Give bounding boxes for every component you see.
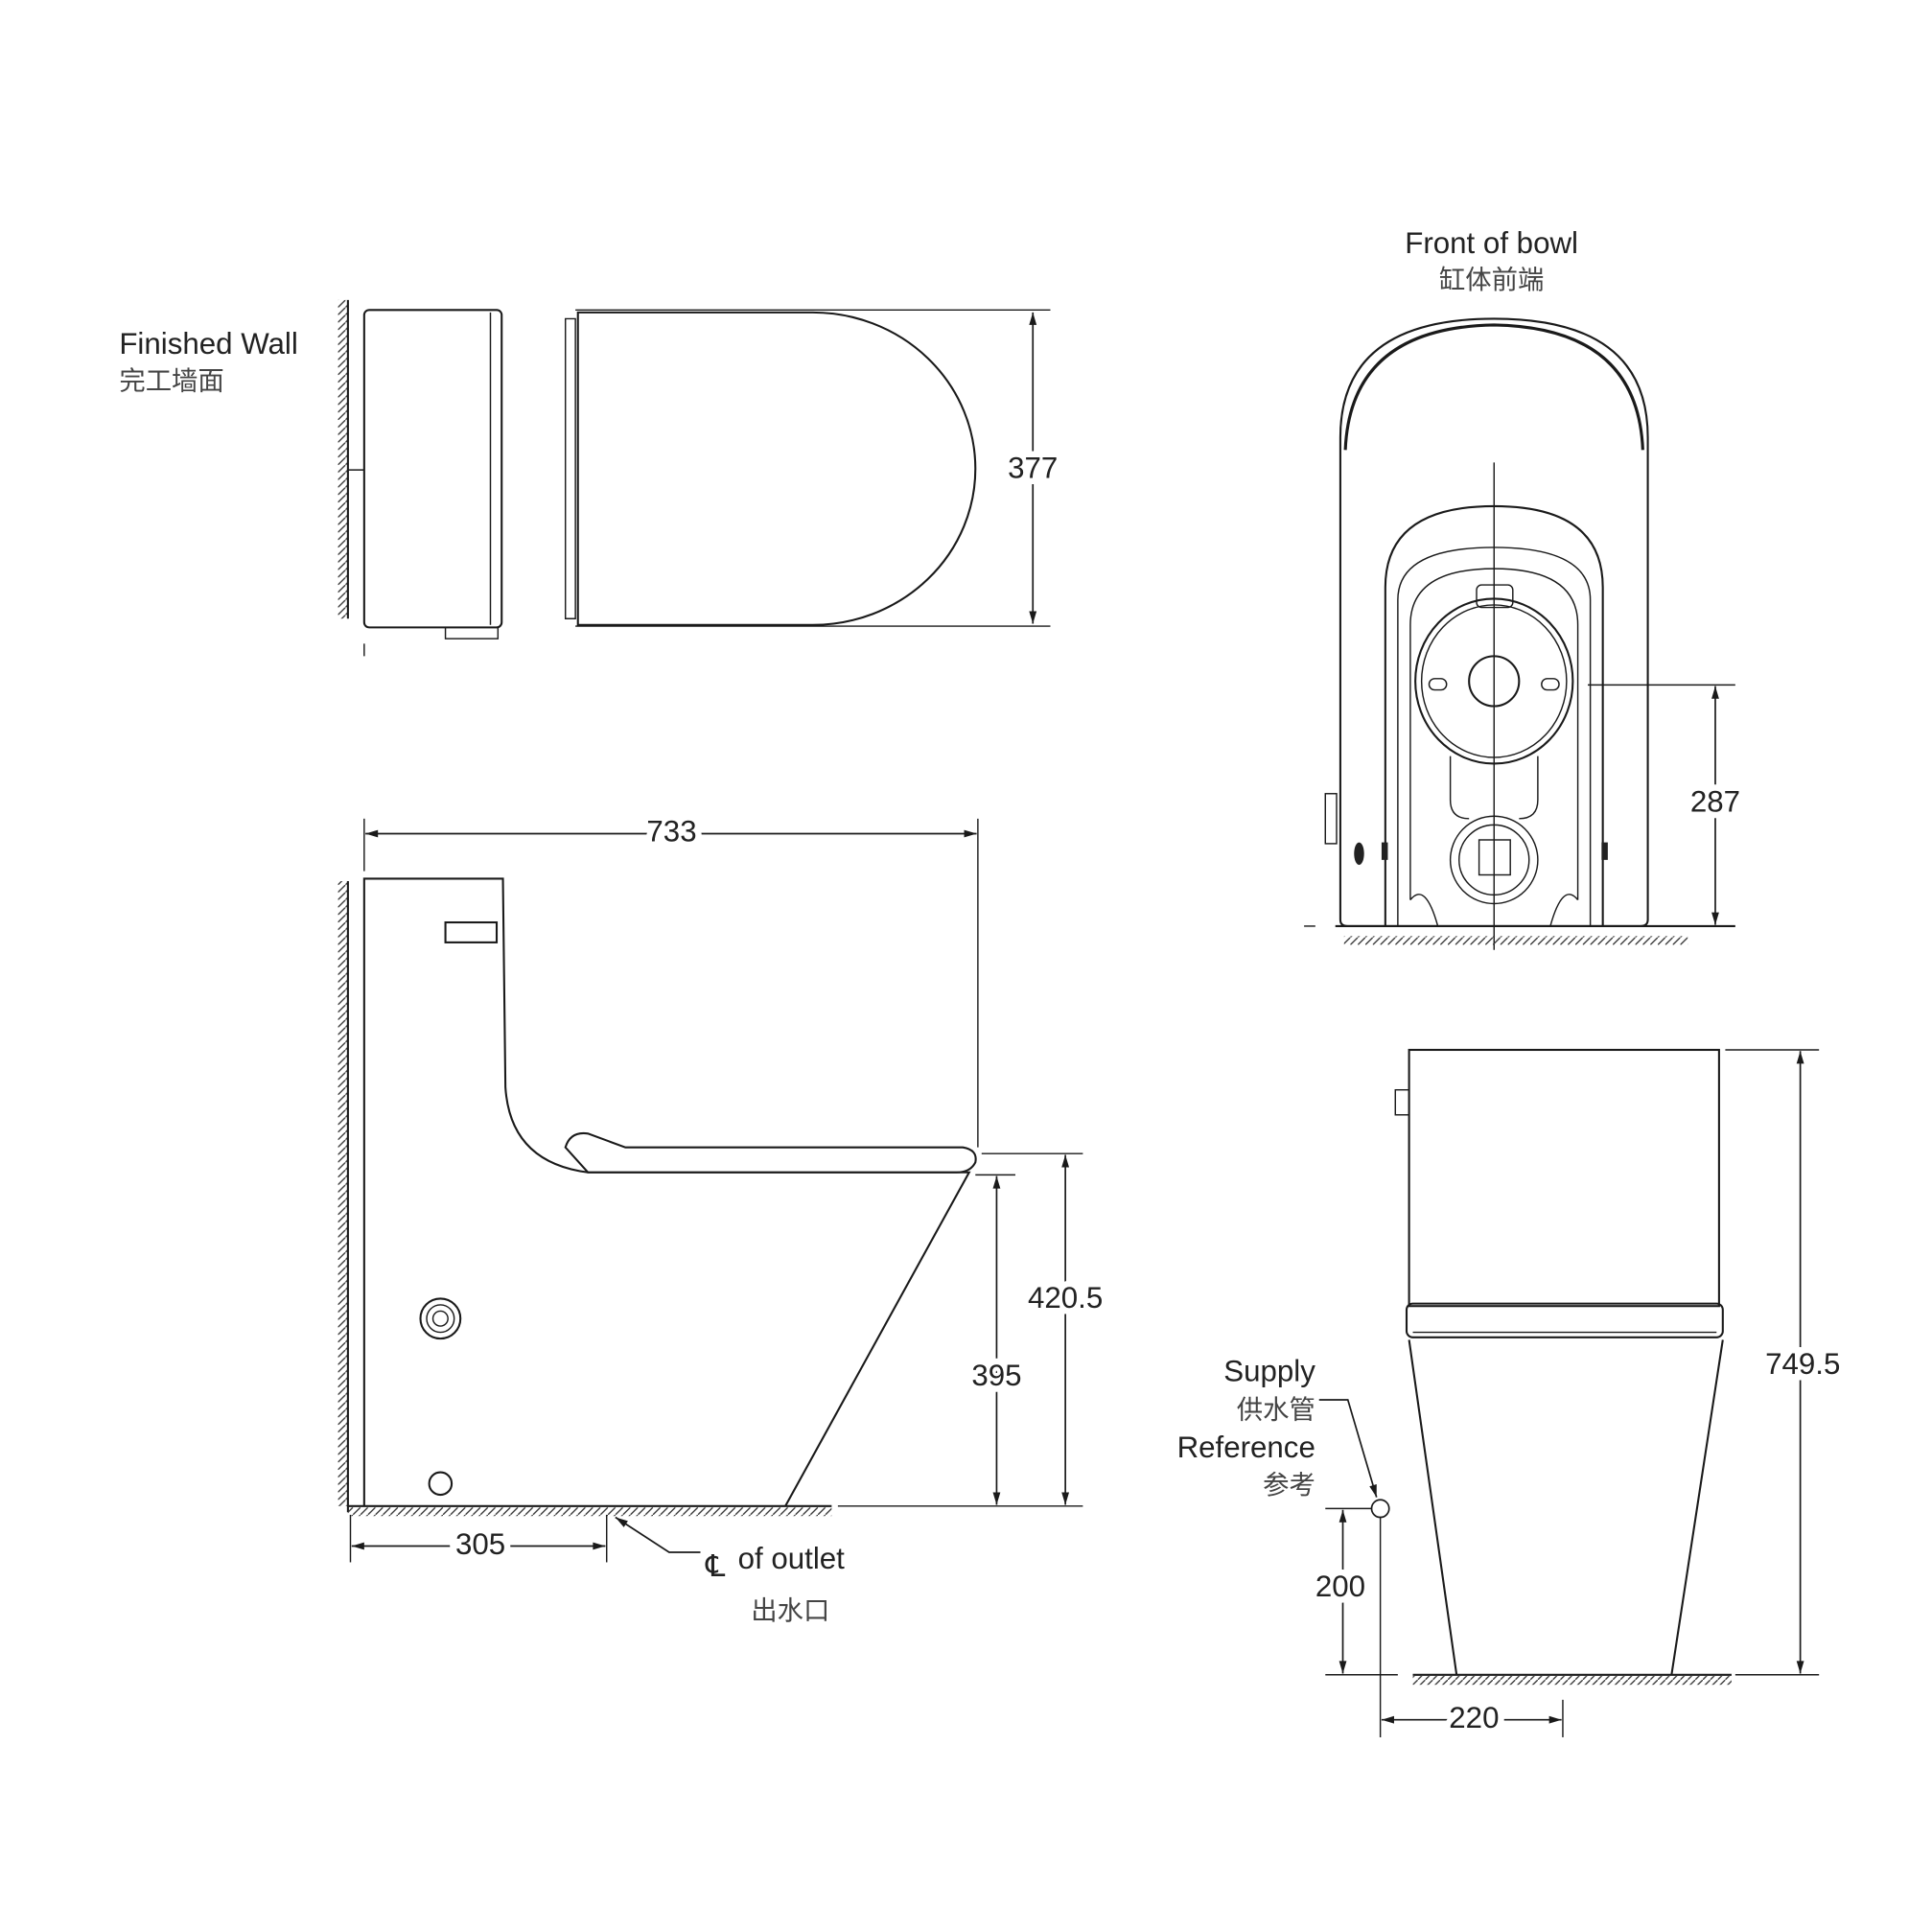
side-view: 733 420.5 395 305 ℄ of outlet 出水口 bbox=[338, 808, 1109, 1626]
outlet-leader bbox=[615, 1516, 701, 1553]
seat-front bbox=[1405, 1302, 1724, 1338]
bowl-front-view: Front of bowl 缸体前端 287 bbox=[1304, 220, 1747, 950]
dim-420-5: 420.5 bbox=[1028, 1281, 1103, 1314]
flush-button bbox=[444, 920, 499, 943]
front-of-bowl-label-cn: 缸体前端 bbox=[1439, 266, 1544, 295]
wall-hatch bbox=[338, 299, 348, 619]
dim-200: 200 bbox=[1315, 1570, 1365, 1603]
toilet-body-side bbox=[362, 877, 971, 1507]
supply-label: Supply bbox=[1223, 1354, 1315, 1387]
outlet-label-cn: 出水口 bbox=[751, 1596, 829, 1626]
front-of-bowl-label: Front of bowl bbox=[1405, 226, 1578, 260]
finished-wall-label: Finished Wall bbox=[119, 327, 298, 361]
dim-287: 287 bbox=[1690, 784, 1740, 818]
seat-lid-top bbox=[576, 311, 977, 626]
supply-point bbox=[1370, 1499, 1390, 1519]
supply-label-cn: 供水管 bbox=[1237, 1396, 1315, 1426]
centerline-symbol: ℄ bbox=[705, 1549, 725, 1583]
dim-749-5: 749.5 bbox=[1765, 1347, 1840, 1381]
tank-top bbox=[362, 309, 503, 629]
finished-wall-label-cn: 完工墙面 bbox=[119, 367, 223, 397]
dim-305: 305 bbox=[455, 1527, 505, 1561]
dim-733: 733 bbox=[646, 815, 696, 849]
outlet-label: of outlet bbox=[738, 1542, 846, 1575]
tank-front bbox=[1408, 1048, 1720, 1308]
wall-hatch bbox=[338, 881, 348, 1506]
reference-label-cn: 参考 bbox=[1263, 1471, 1315, 1501]
seat-side bbox=[564, 1131, 977, 1174]
supply-leader bbox=[1318, 1399, 1378, 1498]
bowl-front bbox=[1408, 1339, 1724, 1675]
dim-220: 220 bbox=[1449, 1701, 1499, 1734]
dim-377: 377 bbox=[1008, 451, 1058, 484]
front-view: 749.5 Supply 供水管 Reference 参考 200 220 bbox=[1171, 1048, 1847, 1740]
top-view: 377 Finished Wall 完工墙面 bbox=[113, 299, 1064, 657]
dim-395: 395 bbox=[971, 1359, 1021, 1392]
reference-label: Reference bbox=[1177, 1431, 1315, 1464]
